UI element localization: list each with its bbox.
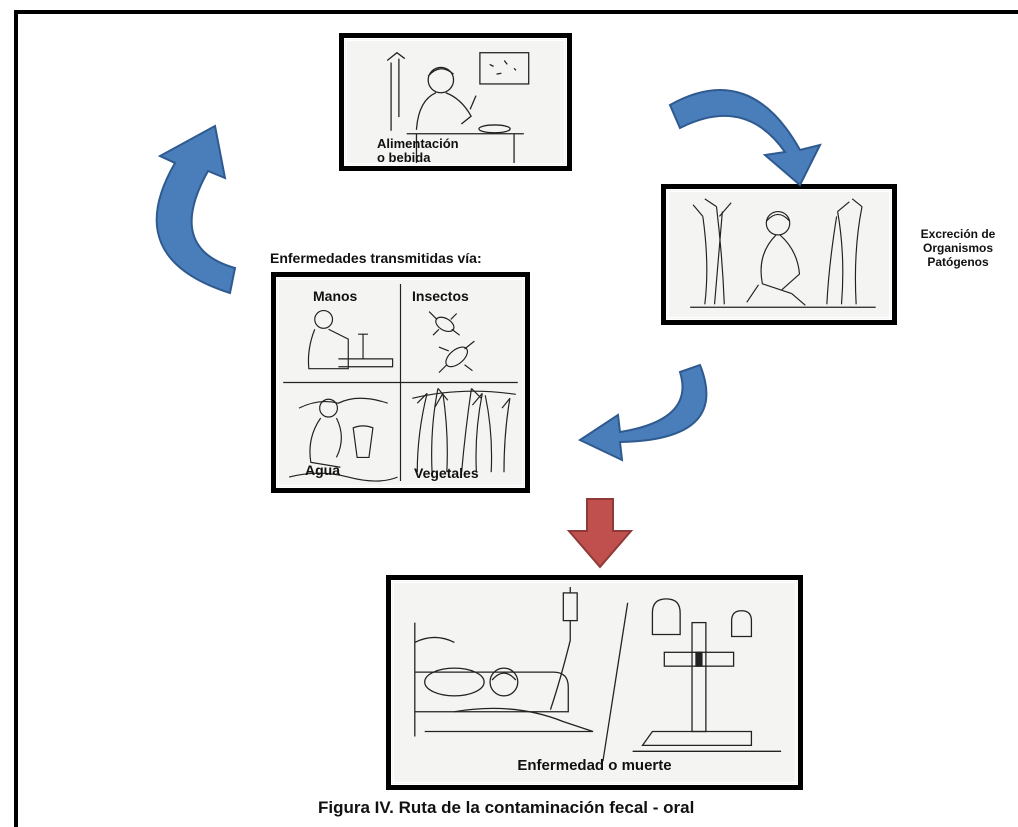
quadrant-label-insectos: Insectos (412, 289, 469, 303)
quadrant-label-manos: Manos (313, 289, 357, 303)
excrecion-side-label: Excreción de Organismos Patógenos (898, 227, 1018, 269)
panel-enfermedad: Enfermedad o muerte (386, 575, 803, 790)
vegetables-illustration (412, 388, 515, 472)
hospital-bed-illustration (415, 587, 593, 736)
alimentacion-label-line2: o bebida (377, 151, 459, 165)
vias-quadrant-illustrations (279, 280, 522, 485)
hand-washing-illustration (308, 311, 392, 369)
quadrant-label-vegetales: Vegetales (414, 466, 479, 480)
grave-cross-illustration (633, 599, 782, 751)
panel-vias: Manos Insectos Agua Vegetales (271, 272, 530, 493)
arrow-down (565, 497, 635, 569)
panel-alimentacion: Alimentación o bebida (339, 33, 572, 171)
person-defecating-illustration (669, 192, 889, 317)
quadrant-label-agua: Agua (305, 463, 340, 477)
hospital-and-grave-illustration (394, 583, 795, 782)
arrow-top-right (660, 70, 830, 195)
excrecion-label-line2: Organismos (898, 241, 1018, 255)
excrecion-label-line3: Patógenos (898, 255, 1018, 269)
panel-excrecion (661, 184, 897, 325)
arrow-lower-right (570, 360, 730, 470)
excrecion-label-line1: Excreción de (898, 227, 1018, 241)
cockroach-illustration (429, 312, 474, 373)
arrow-left (130, 118, 250, 298)
vias-heading: Enfermedades transmitidas vía: (270, 250, 482, 266)
figure-caption: Figura IV. Ruta de la contaminación feca… (318, 798, 694, 818)
alimentacion-label-line1: Alimentación (377, 137, 459, 151)
enfermedad-label: Enfermedad o muerte (394, 759, 795, 773)
